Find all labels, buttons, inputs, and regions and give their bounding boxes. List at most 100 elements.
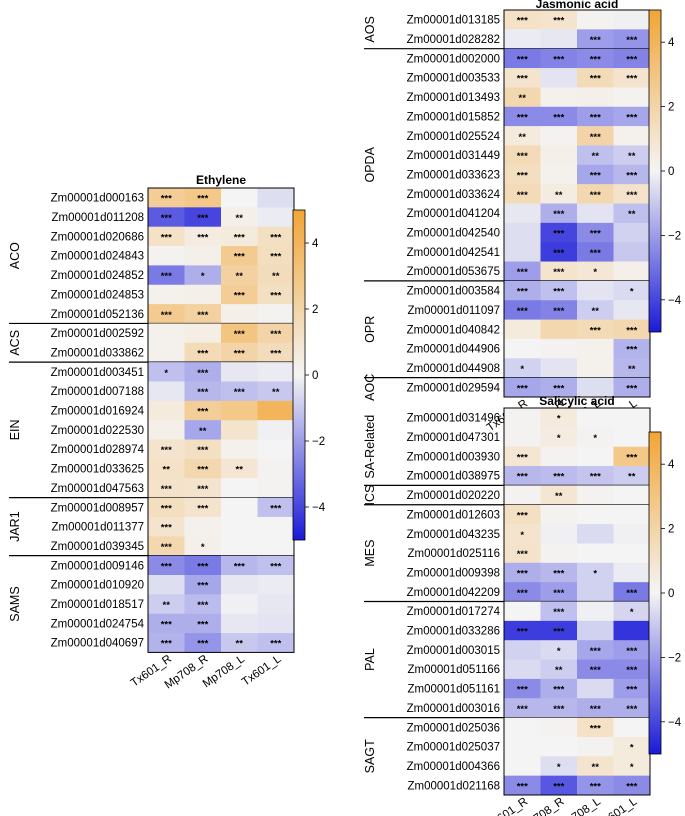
gene-label: Zm00001d031496 <box>407 413 500 425</box>
heatmap-cell <box>577 408 614 428</box>
heatmap-cell <box>504 466 541 486</box>
significance-mark: *** <box>517 627 528 638</box>
gene-label: Zm00001d042540 <box>407 228 500 240</box>
significance-mark: *** <box>553 112 564 123</box>
heatmap-cell <box>148 497 185 518</box>
heatmap-cell <box>148 555 185 576</box>
heatmap-cell <box>504 203 541 224</box>
heatmap-cell <box>577 68 614 88</box>
heatmap-cell <box>540 446 578 467</box>
colorbar-tick-label: 2 <box>668 102 674 114</box>
significance-mark: *** <box>553 229 564 240</box>
colorbar <box>648 9 662 333</box>
group-label: ACO <box>8 242 22 269</box>
significance-mark: * <box>520 364 524 375</box>
heatmap-cell <box>221 613 258 634</box>
heatmap-cell <box>613 659 651 680</box>
heatmap-cell <box>613 222 651 243</box>
heatmap-cell <box>221 400 258 421</box>
heatmap-cell <box>504 338 541 359</box>
significance-mark: ** <box>236 465 244 476</box>
significance-mark: *** <box>553 781 564 792</box>
significance-mark: *** <box>553 472 564 483</box>
significance-mark: * <box>520 530 524 541</box>
heatmap-cell <box>504 87 541 108</box>
heatmap-cell <box>540 756 578 777</box>
heatmap-cell <box>613 319 651 340</box>
heatmap-cell <box>257 188 295 208</box>
group-label: OPDA <box>363 146 377 182</box>
heatmap-cell <box>577 126 614 146</box>
significance-mark: *** <box>517 190 528 201</box>
significance-mark: *** <box>517 267 528 278</box>
heatmap-cell <box>184 342 222 363</box>
significance-mark: *** <box>517 306 528 317</box>
heatmap-cell <box>540 184 578 204</box>
heatmap-cell <box>613 524 651 544</box>
significance-mark: *** <box>590 170 601 181</box>
significance-mark: ** <box>628 151 636 162</box>
heatmap-cell <box>540 145 578 166</box>
heatmap-cell <box>577 184 614 204</box>
heatmap-cell <box>504 10 541 30</box>
heatmap-cell <box>540 242 578 262</box>
gene-label: Zm00001d021168 <box>408 780 501 792</box>
gene-label: Zm00001d025116 <box>408 548 501 560</box>
heatmap-cell <box>540 300 578 320</box>
heatmap-cell <box>148 594 185 615</box>
gene-label: Zm00001d012603 <box>407 509 500 521</box>
heatmap-cell <box>257 555 295 576</box>
significance-mark: *** <box>553 16 564 27</box>
heatmap-cell <box>504 300 541 320</box>
heatmap-cell <box>221 323 258 344</box>
heatmap-cell <box>504 601 541 622</box>
heatmap-cell <box>504 48 541 69</box>
heatmap-cell <box>613 543 651 564</box>
heatmap-cell <box>504 620 541 641</box>
heatmap-cell <box>504 106 541 127</box>
significance-mark: *** <box>161 619 172 630</box>
gene-label: Zm00001d051161 <box>408 684 501 696</box>
heatmap-cell <box>257 304 295 324</box>
heatmap-cell <box>504 184 541 204</box>
heatmap-cell <box>221 536 258 557</box>
heatmap-cell <box>184 497 222 518</box>
heatmap-cell <box>504 485 541 506</box>
gene-label: Zm00001d020220 <box>407 490 500 502</box>
heatmap-cell <box>221 458 258 479</box>
significance-mark: *** <box>590 325 601 336</box>
gene-label: Zm00001d033624 <box>407 189 501 201</box>
heatmap-panel-jasmonic-acid: Jasmonic acid******Zm00001d013185******Z… <box>363 0 682 436</box>
heatmap-cell <box>184 594 222 615</box>
significance-mark: *** <box>270 348 281 359</box>
heatmap-cell <box>504 543 541 564</box>
significance-mark: *** <box>517 452 528 463</box>
heatmap-cell <box>613 377 651 398</box>
heatmap-cell <box>504 698 541 718</box>
significance-mark: *** <box>197 581 208 592</box>
heatmap-cell <box>504 358 541 379</box>
significance-mark: *** <box>234 329 245 340</box>
significance-mark: *** <box>270 252 281 263</box>
heatmap-cell <box>504 427 541 448</box>
heatmap-cell <box>257 265 295 286</box>
significance-mark: ** <box>628 209 636 220</box>
heatmap-panel-salicylic-acid: Salicylic acid*Zm00001d031496**Zm00001d0… <box>363 394 682 816</box>
heatmap-cell <box>577 145 614 166</box>
heatmap-cell <box>257 516 295 537</box>
heatmap-cell <box>184 439 222 460</box>
significance-mark: *** <box>161 310 172 321</box>
gene-label: Zm00001d042209 <box>407 587 500 599</box>
gene-label: Zm00001d017274 <box>407 606 501 618</box>
heatmap-cell <box>221 284 258 305</box>
significance-mark: ** <box>555 491 563 502</box>
heatmap-cell <box>577 377 614 398</box>
significance-mark: *** <box>197 600 208 611</box>
significance-mark: *** <box>197 619 208 630</box>
significance-mark: *** <box>517 472 528 483</box>
heatmap-cell <box>221 381 258 402</box>
significance-mark: *** <box>161 271 172 282</box>
significance-mark: *** <box>517 568 528 579</box>
heatmap-cell <box>257 458 295 479</box>
heatmap-cell <box>184 304 222 324</box>
